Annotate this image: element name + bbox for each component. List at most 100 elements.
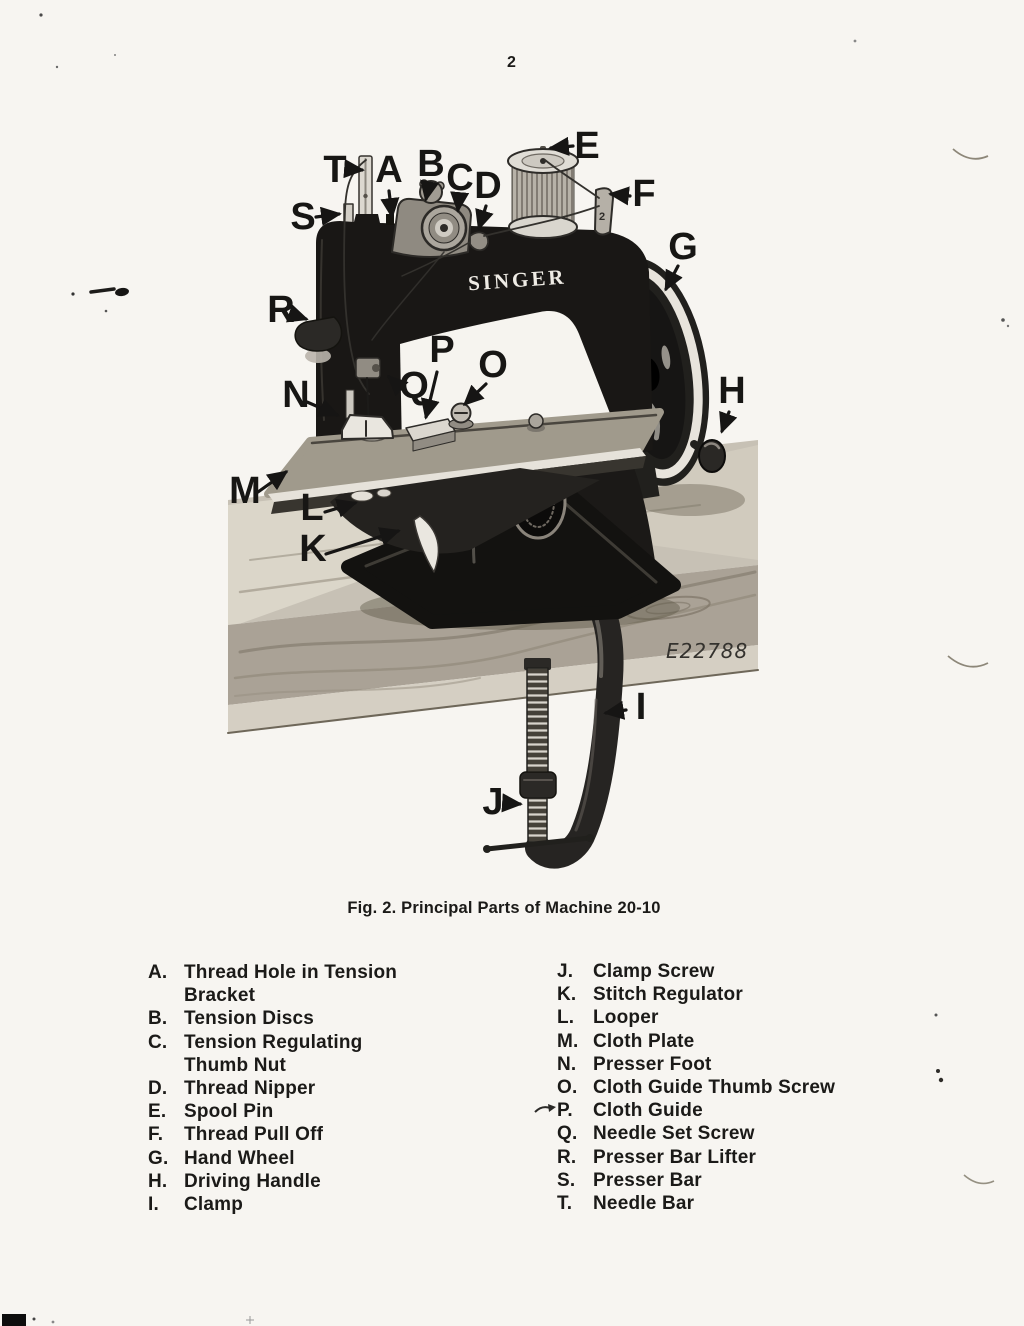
parts-list-item: K. Stitch Regulator	[557, 983, 977, 1006]
part-key: O.	[557, 1077, 578, 1099]
part-name: Clamp	[184, 1194, 244, 1216]
tension-assembly	[386, 179, 489, 258]
guide-engraved-mark: 2	[599, 211, 605, 223]
part-name: Presser Bar	[593, 1169, 702, 1191]
parts-list-item: D. Thread Nipper	[148, 1077, 548, 1100]
callout-C: C	[446, 157, 473, 199]
parts-list-item: P. Cloth Guide	[557, 1099, 977, 1122]
callout-P: P	[429, 329, 454, 371]
part-key: H.	[148, 1170, 168, 1192]
tommy-bar	[484, 835, 593, 852]
parts-list-item: G. Hand Wheel	[148, 1147, 548, 1170]
scan-artifact	[2, 1314, 254, 1326]
cloth-guide-assembly	[405, 402, 545, 452]
parts-list-item: F. Thread Pull Off	[148, 1123, 548, 1146]
parts-list-item: E. Spool Pin	[148, 1100, 548, 1123]
part-name: Needle Bar	[593, 1193, 695, 1215]
parts-list-item: R. Presser Bar Lifter	[557, 1146, 977, 1169]
parts-list-item: Q. Needle Set Screw	[557, 1122, 977, 1145]
part-name: Spool Pin	[184, 1101, 274, 1123]
part-name: Thread Pull Off	[184, 1124, 324, 1146]
part-name: Thread Hole in Tension Bracket	[184, 962, 398, 1007]
parts-list-item: C. Tension Regulating Thumb Nut	[148, 1031, 548, 1077]
presser-foot	[341, 414, 394, 440]
scan-artifact	[71, 287, 129, 313]
part-name: Presser Bar Lifter	[593, 1146, 757, 1168]
scan-artifact	[39, 13, 43, 17]
part-key: D.	[148, 1078, 168, 1100]
part-name: Cloth Guide	[593, 1100, 703, 1122]
parts-list-item: O. Cloth Guide Thumb Screw	[557, 1076, 977, 1099]
part-key: L.	[557, 1007, 575, 1029]
thread-hole	[386, 214, 394, 225]
callout-arrows	[256, 136, 738, 813]
part-key: F.	[148, 1124, 164, 1146]
callout-D: D	[474, 165, 501, 207]
figure-caption: Fig. 2. Principal Parts of Machine 20-10	[347, 899, 661, 917]
part-key: S.	[557, 1169, 576, 1191]
part-name: Hand Wheel	[184, 1147, 295, 1169]
looper	[413, 515, 440, 573]
part-key: K.	[557, 984, 577, 1006]
part-key: T.	[557, 1193, 573, 1215]
parts-list-item: H.Driving Handle	[148, 1170, 548, 1193]
presser-bar-lifter	[294, 316, 343, 363]
part-key: I.	[148, 1194, 159, 1216]
part-name: Cloth Plate	[593, 1030, 695, 1052]
part-key: G.	[148, 1147, 169, 1169]
part-key: B.	[148, 1008, 168, 1030]
part-name: Thread Nipper	[184, 1078, 316, 1100]
callout-F: F	[632, 173, 655, 215]
callout-E: E	[574, 125, 599, 167]
clamp-screw	[483, 658, 594, 853]
callout-N: N	[282, 374, 309, 416]
parts-list-right-column: J.Clamp Screw K. Stitch Regulator L. Loope…	[557, 960, 977, 1215]
callout-J: J	[482, 781, 503, 823]
callout-A: A	[375, 149, 402, 191]
callout-B: B	[417, 143, 444, 185]
parts-list-item: B. Tension Discs	[148, 1007, 548, 1030]
parts-list-item: N.Presser Foot	[557, 1053, 977, 1076]
machine-body: SINGER	[316, 214, 653, 460]
parts-list-item: S. Presser Bar	[557, 1169, 977, 1192]
callout-K: K	[299, 528, 327, 570]
thread-lines	[343, 159, 600, 395]
part-key: E.	[148, 1101, 167, 1123]
part-name: Clamp Screw	[593, 961, 715, 982]
part-key: R.	[557, 1146, 577, 1168]
callout-T: T	[323, 149, 346, 191]
scan-artifact	[853, 39, 857, 43]
part-key: P.	[557, 1100, 573, 1122]
callout-S: S	[290, 196, 315, 238]
spool	[507, 146, 579, 239]
scan-artifact	[952, 148, 989, 160]
callout-L: L	[300, 487, 323, 529]
part-name: Stitch Regulator	[593, 984, 743, 1006]
callout-R: R	[267, 289, 294, 331]
parts-list-left-column: A. Thread Hole in Tension Bracket B. Tensi…	[148, 961, 548, 1216]
scan-artifact	[1006, 324, 1010, 328]
part-name: Presser Foot	[593, 1053, 712, 1075]
part-name: Looper	[593, 1007, 659, 1029]
part-name: Needle Set Screw	[593, 1123, 755, 1145]
part-name: Tension Regulating Thumb Nut	[184, 1031, 363, 1076]
thread-nipper	[469, 231, 489, 252]
callout-M: M	[229, 470, 261, 512]
parts-list-item: A. Thread Hole in Tension Bracket	[148, 961, 548, 1007]
parts-list-item: I. Clamp	[148, 1193, 548, 1216]
callout-Q: Q	[399, 365, 429, 407]
scan-artifact	[947, 655, 989, 668]
scan-artifact	[1001, 318, 1005, 322]
part-name: Tension Discs	[184, 1008, 315, 1030]
callout-letters: T A B C D E F S G R H N Q P O M L K I J	[229, 125, 746, 823]
needle-area	[341, 357, 394, 440]
stitch-regulator-part	[350, 490, 374, 502]
part-key: A.	[148, 962, 168, 983]
part-key: Q.	[557, 1123, 578, 1145]
figure-illustration: SINGER	[227, 125, 759, 869]
illustration-plate-number: E22788	[666, 639, 748, 663]
part-key: C.	[148, 1031, 168, 1053]
part-name: Cloth Guide Thumb Screw	[593, 1077, 836, 1099]
parts-list-item: J.Clamp Screw	[557, 960, 977, 983]
